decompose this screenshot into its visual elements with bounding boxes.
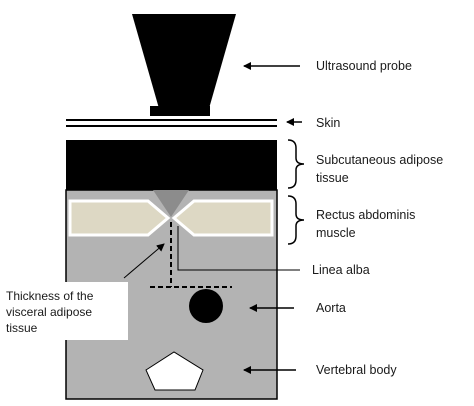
label-thickness-line2: visceral adipose: [6, 305, 92, 319]
rectus-muscle-right: [171, 199, 274, 237]
brace-rectus: [287, 195, 305, 245]
arrow-thickness: [123, 243, 165, 279]
brace-subcutaneous: [287, 139, 305, 189]
label-vertebral-body: Vertebral body: [316, 363, 397, 377]
aorta-circle: [189, 289, 223, 323]
label-ultrasound-probe: Ultrasound probe: [316, 59, 412, 73]
rectus-muscle-left: [68, 199, 171, 237]
label-subcutaneous-line1: Subcutaneous adipose: [316, 153, 443, 167]
label-rectus-line2: muscle: [316, 226, 356, 240]
linea-alba-wedge: [153, 190, 189, 217]
label-subcutaneous-line2: tissue: [316, 171, 349, 185]
label-thickness-line1: Thickness of the: [6, 289, 94, 303]
subcutaneous-adipose-layer: [66, 140, 277, 190]
label-aorta: Aorta: [316, 301, 346, 315]
thickness-label-box: [2, 282, 128, 340]
label-rectus-line1: Rectus abdominis: [316, 208, 415, 222]
ultrasound-probe-shape: [132, 14, 236, 112]
label-thickness-line3: tissue: [6, 321, 38, 335]
label-linea-alba: Linea alba: [312, 263, 370, 277]
label-skin: Skin: [316, 116, 340, 130]
leader-linea-alba: [177, 226, 300, 271]
vertebral-body-shape: [145, 351, 204, 391]
probe-tip: [150, 106, 210, 116]
